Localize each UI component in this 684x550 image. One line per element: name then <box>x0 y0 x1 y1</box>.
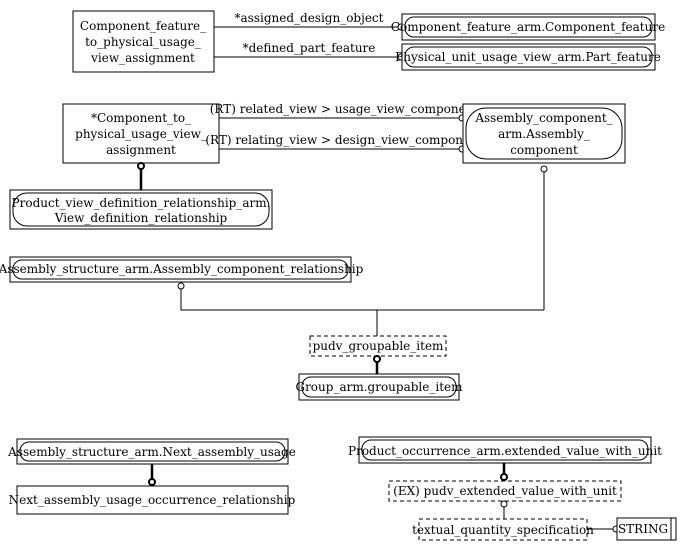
entity-assembly-component-line-1: Assembly_component_ <box>474 111 612 125</box>
entity-pvdr-line-2: View_definition_relationship <box>54 211 228 225</box>
select-connector-textual <box>500 500 508 519</box>
entity-extended-value-label: Product_occurrence_arm.extended_value_wi… <box>348 444 662 458</box>
relation-defined-part-feature: *defined_part_feature <box>214 41 405 61</box>
entity-assembly-component-line-2: arm.Assembly_ <box>498 127 590 141</box>
entity-group-arm-label: Group_arm.groupable_item <box>295 380 463 394</box>
entity-nauor-label: Next_assembly_usage_occurrence_relations… <box>9 493 296 507</box>
relation-assigned-design-object-label: *assigned_design_object <box>235 11 384 25</box>
entity-next-assembly-usage-occurrence-relationship[interactable]: Next_assembly_usage_occurrence_relations… <box>9 485 296 515</box>
relation-relating-view: (RT) relating_view > design_view_compone… <box>205 133 483 153</box>
relation-related-view: (RT) related_view > usage_view_component <box>210 102 479 122</box>
type-textual-label: textual_quantity_specification <box>412 523 594 537</box>
entity-component-feature-assignment-line-2: to_physical_usage_ <box>85 35 201 49</box>
select-connectors-groupable <box>177 165 548 336</box>
entity-assembly-component-line-3: component <box>510 143 578 157</box>
type-pudv-extended-value-with-unit[interactable]: (EX) pudv_extended_value_with_unit <box>388 480 622 502</box>
entity-part-feature[interactable]: Physical_unit_usage_view_arm.Part_featur… <box>395 43 661 71</box>
type-string[interactable]: STRING <box>616 517 677 541</box>
entity-component-feature-assignment-line-3: view_assignment <box>90 51 195 65</box>
relation-assigned-design-object: *assigned_design_object <box>214 11 405 31</box>
subtype-link-ctpuva <box>137 162 145 190</box>
type-pudv-groupable-item-label: pudv_groupable_item <box>313 339 444 353</box>
type-pudv-extended-label: (EX) pudv_extended_value_with_unit <box>393 484 617 498</box>
entity-next-assembly-usage[interactable]: Assembly_structure_arm.Next_assembly_usa… <box>7 438 296 465</box>
entity-acr-label: Assembly_structure_arm.Assembly_componen… <box>0 262 364 276</box>
entity-component-feature-arm[interactable]: Component_feature_arm.Component_feature <box>391 13 665 41</box>
entity-component-feature-assignment[interactable]: Component_feature_ to_physical_usage_ vi… <box>72 10 215 73</box>
entity-extended-value-with-unit[interactable]: Product_occurrence_arm.extended_value_wi… <box>348 436 662 464</box>
entity-component-to-physical-usage-view-assignment[interactable]: *Component_to_ physical_usage_view_ assi… <box>62 103 220 164</box>
entity-assembly-component-relationship[interactable]: Assembly_structure_arm.Assembly_componen… <box>0 256 364 283</box>
type-string-label: STRING <box>618 522 668 536</box>
entity-part-feature-label: Physical_unit_usage_view_arm.Part_featur… <box>395 50 661 64</box>
entity-ctpuva-line-3: assignment <box>106 143 176 157</box>
relation-defined-part-feature-label: *defined_part_feature <box>243 41 376 55</box>
entity-group-arm-groupable-item[interactable]: Group_arm.groupable_item <box>295 373 463 401</box>
entity-pvdr-line-1: Product_view_definition_relationship_arm… <box>12 196 271 210</box>
entity-component-feature-assignment-line-1: Component_feature_ <box>80 19 206 33</box>
type-pudv-groupable-item[interactable]: pudv_groupable_item <box>309 335 447 357</box>
subtype-link-groupable <box>373 355 381 374</box>
entity-assembly-component[interactable]: Assembly_component_ arm.Assembly_ compon… <box>462 103 626 164</box>
subtype-link-next-usage <box>148 464 156 486</box>
entity-ctpuva-line-1: *Component_to_ <box>91 111 191 125</box>
entity-ctpuva-line-2: physical_usage_view_ <box>75 127 207 141</box>
entity-next-assembly-usage-label: Assembly_structure_arm.Next_assembly_usa… <box>7 445 296 459</box>
relation-related-view-label: (RT) related_view > usage_view_component <box>210 102 479 116</box>
entity-view-definition-relationship[interactable]: Product_view_definition_relationship_arm… <box>9 189 273 230</box>
entity-component-feature-arm-label: Component_feature_arm.Component_feature <box>391 20 665 34</box>
type-textual-quantity-specification[interactable]: textual_quantity_specification <box>412 518 594 541</box>
subtype-link-extended-value <box>500 463 508 481</box>
relation-relating-view-label: (RT) relating_view > design_view_compone… <box>205 133 483 147</box>
